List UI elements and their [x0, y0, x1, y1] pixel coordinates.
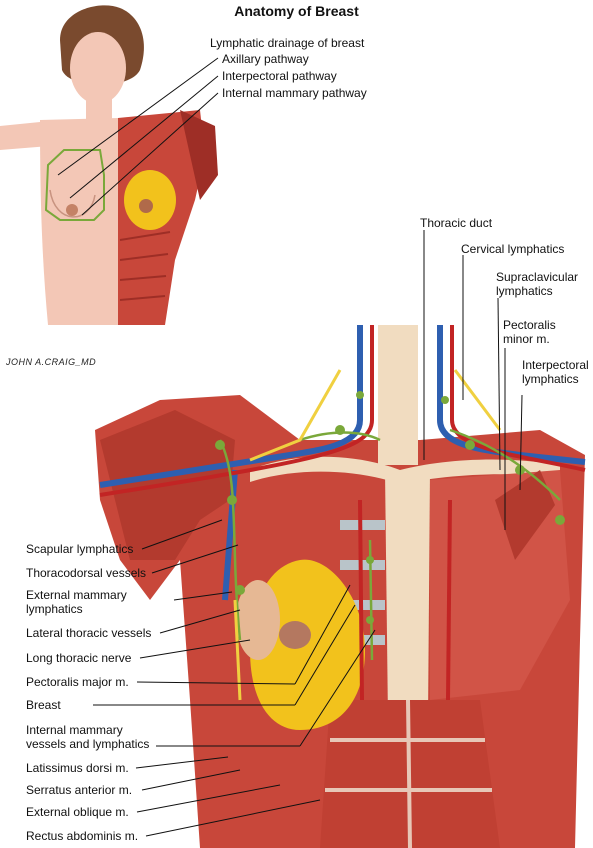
label-lateral-thoracic-vessels: Lateral thoracic vessels [26, 626, 152, 640]
label-cervical-lymphatics: Cervical lymphatics [461, 242, 565, 256]
label-supraclavicular-lymphatics: Supraclavicular lymphatics [496, 270, 579, 298]
label-interpectoral-pathway: Interpectoral pathway [222, 69, 337, 83]
label-external-oblique: External oblique m. [26, 805, 129, 819]
torso-skin [40, 118, 118, 325]
label-rectus-abdominis: Rectus abdominis m. [26, 829, 139, 843]
lymph-nodes [215, 391, 565, 624]
pectoralis-minor-shape [495, 470, 555, 560]
inset-lymph-pathway [44, 149, 105, 221]
label-pectoralis-minor: Pectoralis minor m. [503, 318, 556, 346]
right-arm-muscle [180, 110, 218, 200]
label-latissimus-dorsi: Latissimus dorsi m. [26, 761, 129, 775]
abdominal-lines [325, 699, 492, 848]
page-title: Anatomy of Breast [234, 3, 359, 19]
areola [279, 621, 311, 649]
breast-gland [250, 559, 365, 730]
sternum [385, 470, 430, 720]
arteries [99, 325, 586, 701]
label-breast: Breast [26, 698, 61, 712]
artist-signature: JOHN A.CRAIG_MD [6, 357, 97, 367]
label-pectoralis-major: Pectoralis major m. [26, 675, 129, 689]
label-axillary-pathway: Axillary pathway [222, 52, 309, 66]
label-external-mammary-lymphatics: External mammary lymphatics [26, 588, 127, 616]
label-internal-mammary-pathway: Internal mammary pathway [222, 86, 367, 100]
label-thoracic-duct: Thoracic duct [420, 216, 493, 230]
inset-muscle-fibers [119, 231, 171, 301]
label-long-thoracic-nerve: Long thoracic nerve [26, 651, 132, 665]
inset-skin-nipple [66, 204, 78, 216]
main-anatomy [95, 325, 586, 848]
label-lymphatic-drainage: Lymphatic drainage of breast [210, 36, 365, 50]
inset-figure [0, 5, 218, 325]
leader-lines [57, 57, 523, 837]
inset-gland [124, 170, 176, 230]
inset-breast-skin [49, 189, 96, 218]
vertebrae [378, 325, 418, 465]
label-serratus-anterior: Serratus anterior m. [26, 783, 133, 797]
inset-nipple [139, 199, 153, 213]
label-scapular-lymphatics: Scapular lymphatics [26, 542, 134, 556]
label-thoracodorsal-vessels: Thoracodorsal vessels [26, 566, 147, 580]
label-internal-mammary-vessels: Internal mammary vessels and lymphatics [26, 723, 150, 751]
label-interpectoral-lymphatics: Interpectoral lymphatics [522, 358, 589, 386]
face [70, 32, 126, 104]
